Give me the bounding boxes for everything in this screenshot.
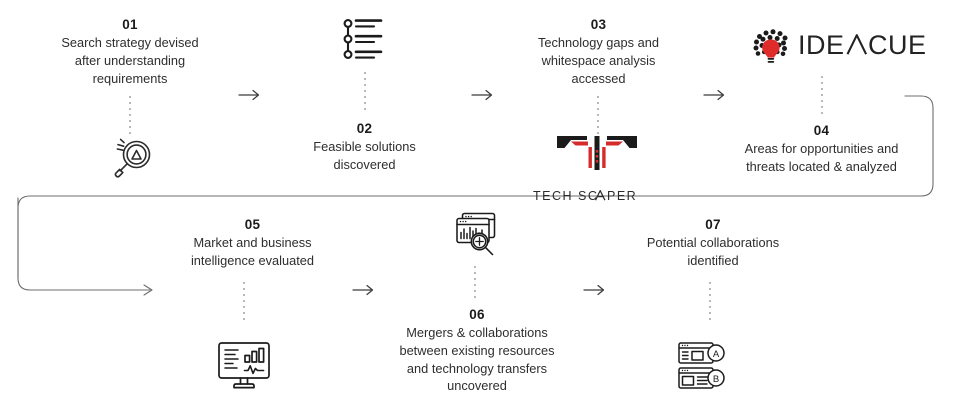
tech-scaper-logo: TECH SC PER: [531, 130, 663, 203]
leader-step-06: [474, 266, 476, 302]
leader-step-05: [243, 282, 245, 322]
step-01-number: 01: [122, 17, 138, 32]
step-05: 05 Market and business intelligence eval…: [160, 216, 345, 270]
ideacue-wordmark: IDE CUE: [798, 31, 952, 61]
arrow-step2-to-step3: [471, 88, 497, 102]
leader-step-04: [821, 76, 823, 116]
step-04-text: Areas for opportunities and threats loca…: [744, 141, 899, 174]
step-01: 01 Search strategy devised after underst…: [24, 16, 236, 87]
step-05-number: 05: [244, 217, 261, 232]
svg-text:TECH SC: TECH SC: [533, 189, 598, 203]
svg-text:PER: PER: [607, 189, 637, 203]
step-02-number: 02: [356, 121, 373, 136]
tech-scaper-wing-mark: [557, 136, 637, 170]
svg-text:IDE: IDE: [798, 31, 845, 60]
step-06-text: Mergers & collaborations between existin…: [399, 325, 555, 394]
step-06: 06 Mergers & collaborations between exis…: [377, 306, 577, 395]
tech-scaper-wordmark: TECH SC PER: [531, 188, 663, 203]
arrow-step5-to-step6: [352, 283, 378, 297]
leader-step-02: [364, 72, 366, 114]
monitor-analytics-icon: [216, 340, 272, 392]
timeline-list-icon: [341, 17, 389, 63]
lightbulb-dot-tree-mark: [753, 29, 788, 63]
arrow-step1-to-step2: [238, 88, 264, 102]
windows-chart-search-icon: [451, 212, 499, 260]
arrow-step3-to-step4: [703, 88, 729, 102]
step-01-text: Search strategy devised after understand…: [61, 35, 199, 86]
arrow-row1-to-row2-wrap: [0, 88, 960, 300]
step-06-number: 06: [469, 307, 485, 322]
step-03-number: 03: [590, 17, 607, 32]
step-02: 02 Feasible solutions discovered: [277, 120, 452, 174]
step-02-text: Feasible solutions discovered: [313, 139, 416, 172]
arrow-step6-to-step7: [583, 283, 609, 297]
svg-text:A: A: [713, 349, 720, 360]
step-07-number: 07: [705, 217, 721, 232]
step-07-text: Potential collaborations identified: [646, 235, 780, 268]
step-04: 04 Areas for opportunities and threats l…: [704, 122, 939, 176]
step-03-text: Technology gaps and whitespace analysis …: [538, 35, 659, 86]
step-03: 03 Technology gaps and whitespace analys…: [501, 16, 696, 87]
two-windows-ab-icon: A B: [677, 341, 733, 393]
leader-step-03: [597, 96, 599, 134]
leader-step-01: [129, 96, 131, 136]
step-04-number: 04: [813, 123, 830, 138]
leader-step-07: [709, 282, 711, 322]
svg-text:CUE: CUE: [868, 31, 927, 60]
magnifier-triangle-icon: [106, 135, 156, 185]
ideacue-logo: IDE CUE: [751, 27, 952, 65]
step-07: 07 Potential collaborations identified: [617, 216, 809, 270]
step-05-text: Market and business intelligence evaluat…: [190, 235, 315, 268]
svg-text:B: B: [713, 374, 719, 385]
